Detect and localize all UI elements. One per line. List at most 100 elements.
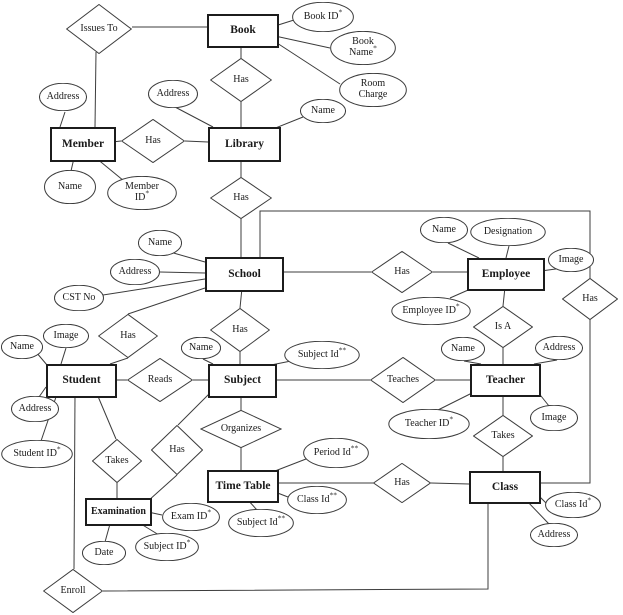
diamond-shape	[370, 357, 436, 403]
attribute-label: Student ID	[13, 447, 57, 459]
diamond-shape	[473, 306, 533, 348]
attribute-address-class: Address	[530, 523, 578, 547]
edge-subject-has-exam	[177, 393, 210, 426]
relationship-label: Enroll	[60, 584, 86, 596]
key-mark: *	[56, 444, 61, 454]
ellipse-shape	[292, 2, 354, 32]
attribute-subject-id-subject: Subject Id**	[284, 341, 360, 369]
attribute-label: Name	[148, 236, 172, 248]
attribute-class-id-class: Class Id*	[545, 492, 601, 518]
diamond-shape	[127, 358, 193, 402]
relationship-reads: Reads	[127, 358, 193, 402]
diamond-shape	[562, 278, 618, 320]
entity-class: Class	[469, 471, 541, 504]
attribute-label: Name	[451, 342, 475, 354]
key-mark: *	[587, 495, 592, 505]
entity-class-label: Class	[491, 480, 519, 493]
relationship-takes-student-examination: Takes	[92, 439, 142, 483]
edge-book-roomcharge	[276, 42, 341, 85]
key-mark: *	[455, 301, 460, 311]
ellipse-shape	[44, 170, 96, 204]
edge-exam-date	[104, 523, 111, 543]
attribute-room-charge: Room Charge	[339, 73, 407, 107]
ellipse-shape	[54, 285, 104, 311]
attribute-label: Name	[311, 104, 335, 116]
ellipse-shape	[11, 396, 59, 422]
relationship-label: Issues To	[80, 22, 118, 34]
attribute-label: Address	[118, 265, 152, 277]
diamond-shape	[373, 463, 431, 503]
edge-has-student	[109, 357, 129, 365]
entity-employee-label: Employee	[481, 267, 531, 280]
attribute-address-member: Address	[39, 83, 87, 111]
attribute-name-library: Name	[300, 99, 346, 123]
ellipse-shape	[138, 230, 182, 256]
attribute-label: Image	[541, 411, 567, 423]
relationship-label: Is A	[494, 320, 512, 332]
entity-library: Library	[208, 127, 281, 162]
diamond-shape	[210, 308, 270, 352]
ellipse-shape	[420, 217, 468, 243]
edge-address-school	[159, 271, 206, 274]
relationship-has-school-student: Has	[98, 314, 158, 358]
edge-address-teacher	[533, 359, 558, 365]
entity-examination-label: Examination	[90, 506, 146, 517]
attribute-name-teacher: Name	[441, 337, 485, 361]
ellipse-shape	[228, 509, 294, 537]
ellipse-shape	[330, 31, 396, 65]
entity-teacher: Teacher	[470, 364, 541, 397]
key-mark: *	[338, 7, 343, 17]
edge-name-teacher	[463, 360, 482, 365]
ellipse-shape	[300, 99, 346, 123]
edge-has-library2	[184, 140, 209, 143]
edge-school-has-student	[127, 287, 206, 315]
edge-student-address	[38, 386, 47, 398]
ellipse-shape	[339, 73, 407, 107]
attribute-subject-id-examination: Subject ID*	[135, 533, 199, 561]
entity-subject: Subject	[208, 364, 277, 398]
edge-teacher-teacherid	[437, 392, 473, 411]
relationship-label: Reads	[147, 373, 173, 385]
key-mark: **	[329, 490, 338, 500]
relationship-has-book-library: Has	[210, 58, 272, 102]
attribute-label: Address	[156, 87, 190, 99]
edge-has-class-path	[537, 320, 591, 484]
attribute-label: Subject Id	[236, 516, 278, 528]
ellipse-shape	[162, 503, 220, 531]
attribute-label: Room Charge	[358, 78, 388, 100]
attribute-label: Name	[10, 340, 34, 352]
attribute-label: Image	[53, 329, 79, 341]
entity-student: Student	[46, 364, 117, 398]
attribute-address-student: Address	[11, 396, 59, 422]
diamond-shape	[43, 569, 103, 613]
key-mark: *	[186, 537, 191, 547]
ellipse-shape	[1, 335, 43, 359]
relationship-has-subject-examination: Has	[151, 425, 203, 475]
attribute-image-student: Image	[43, 324, 89, 348]
attribute-name-student: Name	[1, 335, 43, 359]
edge-designation-employee	[505, 245, 510, 259]
relationship-has-member-library: Has	[121, 119, 185, 163]
attribute-label: CST No	[62, 291, 96, 303]
relationship-label: Has	[145, 134, 161, 146]
relationship-has-library-school: Has	[210, 177, 272, 219]
attribute-label: Book ID	[303, 10, 339, 22]
key-mark: *	[207, 507, 212, 517]
diamond-shape	[200, 410, 282, 448]
attribute-label: Designation	[483, 225, 533, 237]
key-mark: **	[277, 513, 286, 523]
ellipse-shape	[303, 438, 369, 468]
attribute-label: Address	[542, 341, 576, 353]
attribute-label: Subject ID	[143, 540, 187, 552]
attribute-label: Period Id	[313, 446, 351, 458]
attribute-label: Image	[558, 253, 584, 265]
key-mark: **	[338, 345, 347, 355]
entity-member: Member	[50, 127, 116, 162]
relationship-label: Has	[169, 443, 185, 455]
edge-school-has-class-path	[259, 210, 591, 278]
attribute-label: Name	[58, 180, 82, 192]
relationship-organizes: Organizes	[200, 410, 282, 448]
relationship-label: Has	[232, 323, 248, 335]
relationship-label: Takes	[491, 429, 515, 441]
